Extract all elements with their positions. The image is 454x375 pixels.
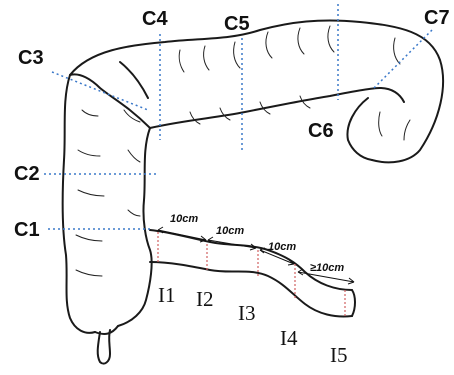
label-c6: C6 <box>308 120 334 142</box>
label-c3: C3 <box>18 47 44 69</box>
colon-section-lines <box>44 4 432 229</box>
distance-label-3: 10cm <box>268 241 296 253</box>
label-i3: I3 <box>238 301 256 325</box>
label-c5: C5 <box>224 13 250 35</box>
label-c7: C7 <box>424 7 450 29</box>
label-c2: C2 <box>14 163 40 185</box>
haustral-folds <box>76 26 410 276</box>
label-c1: C1 <box>14 219 40 241</box>
distance-label-4: ≥10cm <box>310 262 344 274</box>
label-i5: I5 <box>330 343 348 367</box>
label-c4: C4 <box>142 8 168 30</box>
label-i2: I2 <box>196 287 214 311</box>
distance-label-2: 10cm <box>216 225 244 237</box>
distance-arrows <box>158 227 354 284</box>
label-i4: I4 <box>280 326 298 350</box>
distance-label-1: 10cm <box>170 213 198 225</box>
label-i1: I1 <box>158 283 176 307</box>
